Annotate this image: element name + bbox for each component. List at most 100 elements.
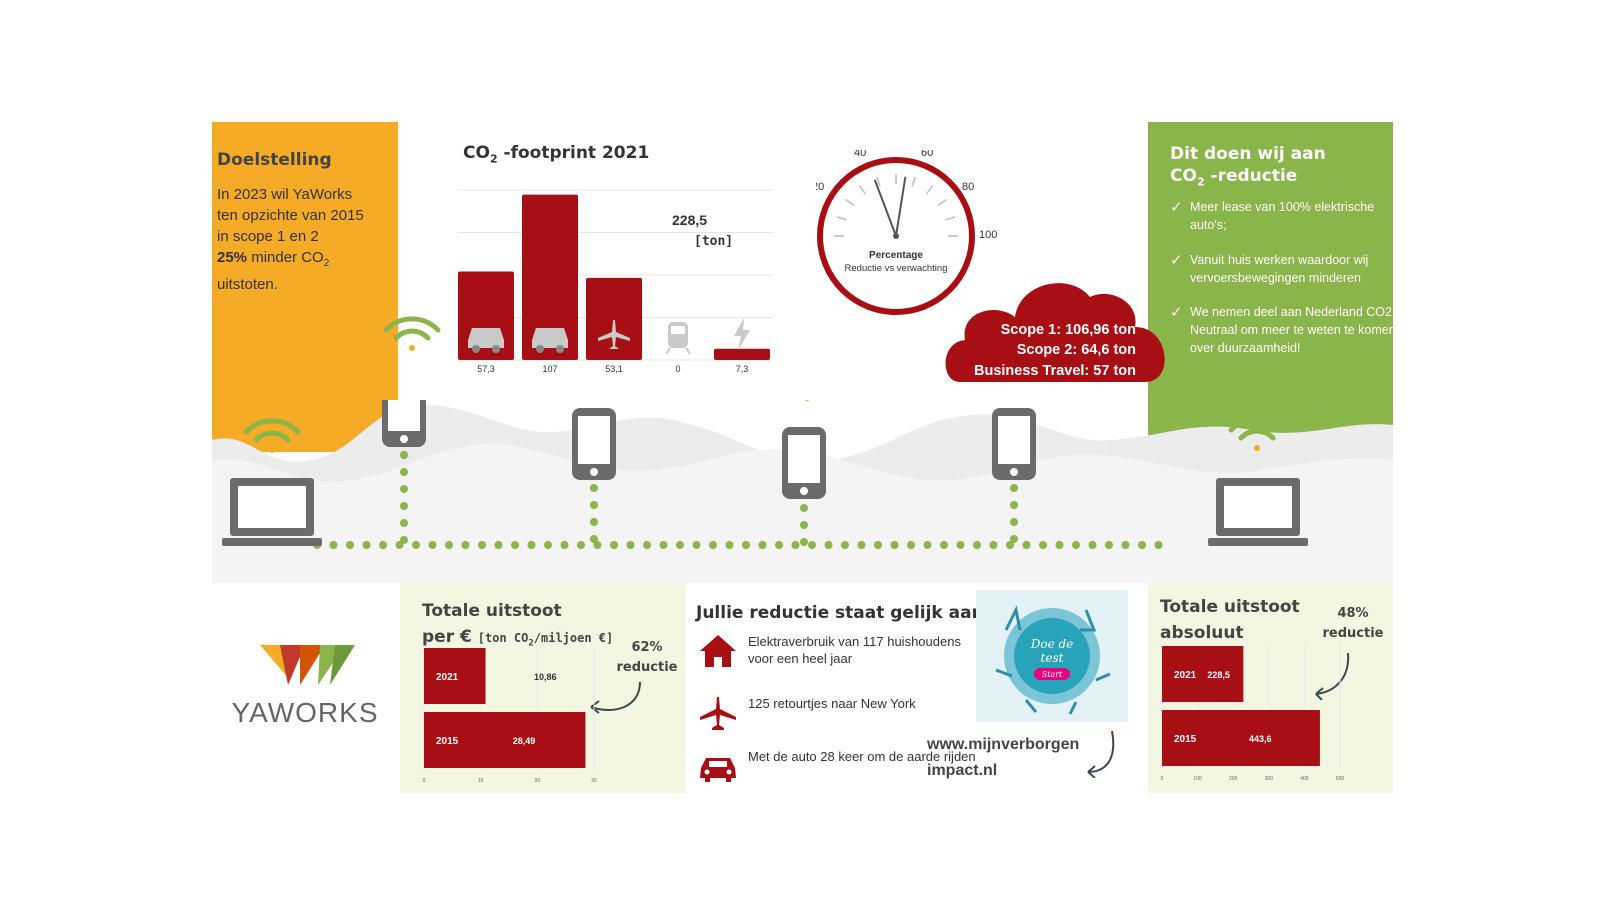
curved-arrow-icon bbox=[590, 681, 641, 714]
bar bbox=[714, 348, 770, 360]
dot bbox=[478, 541, 486, 549]
subscript: 2 bbox=[1196, 175, 1205, 189]
gauge-tick-label: 40 bbox=[854, 150, 866, 159]
equivalent-item: Elektraverbruik van 117 huishoudens voor… bbox=[700, 633, 988, 667]
dot bbox=[824, 541, 833, 549]
dot bbox=[400, 468, 408, 476]
dot bbox=[428, 541, 437, 549]
phone-icon bbox=[992, 408, 1036, 480]
scope-texts: Scope 1: 106,96 ton Scope 2: 64,6 ton Bu… bbox=[940, 272, 1136, 392]
bar bbox=[424, 648, 486, 704]
airplane-icon bbox=[598, 320, 630, 349]
laptop-icon bbox=[1208, 478, 1308, 546]
goal-line: 25% minder CO2 bbox=[217, 247, 395, 274]
house-icon bbox=[700, 635, 736, 667]
footprint-title-post: -footprint 2021 bbox=[497, 143, 650, 163]
dot bbox=[590, 518, 598, 526]
dot bbox=[379, 541, 387, 549]
test-line1: Doe de bbox=[1030, 637, 1074, 651]
airplane-icon bbox=[700, 697, 736, 730]
axis-tick-label: 20 bbox=[535, 778, 541, 784]
business-travel-text: Business Travel: 57 ton bbox=[974, 363, 1136, 379]
bar-value-label: 7,3 bbox=[736, 364, 749, 374]
wifi-icon bbox=[1228, 416, 1286, 451]
dot bbox=[329, 541, 338, 549]
dot bbox=[1088, 541, 1097, 549]
dot bbox=[1072, 541, 1080, 549]
test-illustration[interactable]: Doe de test Start bbox=[976, 590, 1128, 722]
test-url[interactable]: www.mijnverborgen impact.nl bbox=[927, 732, 1079, 784]
dot bbox=[577, 541, 585, 549]
dot bbox=[590, 484, 598, 492]
gauge-label: Percentage bbox=[869, 250, 923, 261]
dot bbox=[1039, 541, 1047, 549]
test-line2: test bbox=[1041, 651, 1064, 665]
lightning-icon bbox=[734, 318, 750, 350]
dot bbox=[709, 541, 717, 549]
bar-value-label: 57,3 bbox=[477, 364, 495, 374]
start-button-label: Start bbox=[1042, 670, 1063, 679]
per-euro-title-line: Totale uitstoot bbox=[422, 601, 562, 621]
absolute-title-line: absoluut bbox=[1160, 623, 1244, 643]
scope1-text: Scope 1: 106,96 ton bbox=[1000, 322, 1136, 338]
per-euro-title-line: per € [ton CO2/miljoen €] bbox=[422, 624, 613, 656]
scope2-text: Scope 2: 64,6 ton bbox=[1016, 342, 1136, 358]
gauge-tick bbox=[836, 216, 847, 221]
dot bbox=[400, 519, 408, 527]
action-text: Meer lease van 100% elektrische auto's; bbox=[1190, 200, 1375, 232]
absolute-title-line: Totale uitstoot bbox=[1160, 597, 1300, 617]
axis-tick-label: 100 bbox=[1193, 776, 1202, 782]
axis-tick-label: 0 bbox=[1161, 776, 1164, 782]
absolute-reduction: 48% reductie bbox=[1318, 604, 1388, 644]
dot bbox=[412, 541, 420, 549]
goal-line-rest: minder CO bbox=[247, 249, 324, 266]
dot bbox=[1010, 535, 1018, 543]
dot bbox=[1138, 541, 1146, 549]
per-euro-unit: [ton CO2/miljoen €] bbox=[478, 631, 613, 648]
gauge-tick bbox=[925, 185, 934, 195]
dot bbox=[659, 541, 668, 549]
per-euro-title: Totale uitstoot per € [ton CO2/miljoen €… bbox=[422, 598, 613, 656]
dot bbox=[1154, 541, 1163, 549]
dot bbox=[800, 538, 808, 546]
reduction-word: reductie bbox=[616, 660, 678, 675]
start-button[interactable] bbox=[1034, 668, 1070, 680]
wifi-icon bbox=[383, 316, 441, 351]
bar-value-label: 53,1 bbox=[605, 364, 623, 374]
dot bbox=[890, 541, 899, 549]
bar-value-label: 228,5 bbox=[1207, 670, 1230, 680]
checkmark-icon: ✓ bbox=[1170, 304, 1183, 321]
axis-tick-label: 200 bbox=[1229, 776, 1238, 782]
action-text: We nemen deel aan Nederland CO2 Neutraal… bbox=[1190, 305, 1396, 355]
gauge-needle bbox=[895, 176, 907, 237]
curved-arrow-icon bbox=[1087, 730, 1115, 778]
dot bbox=[560, 541, 569, 549]
footprint-title-pre: CO bbox=[463, 143, 490, 163]
per-euro-reduction: 62% reductie bbox=[612, 638, 682, 678]
wifi-icon bbox=[243, 418, 301, 453]
checkmark-icon: ✓ bbox=[1170, 252, 1183, 269]
dot bbox=[643, 541, 651, 549]
dot bbox=[907, 541, 915, 549]
subscript: 2 bbox=[489, 152, 498, 166]
reduction-pct: 62% bbox=[631, 640, 663, 655]
dot bbox=[940, 541, 948, 549]
axis-tick-label: 10 bbox=[478, 778, 484, 784]
car-icon bbox=[700, 758, 736, 782]
dot bbox=[1010, 501, 1018, 509]
goal-text: In 2023 wil YaWorks ten opzichte van 201… bbox=[217, 184, 395, 295]
footprint-title: CO2 -footprint 2021 bbox=[463, 143, 649, 165]
goal-line: In 2023 wil YaWorks bbox=[217, 186, 353, 203]
dot bbox=[593, 541, 602, 549]
equivalent-text: Elektraverbruik van 117 huishoudens voor… bbox=[748, 634, 961, 666]
bar bbox=[1162, 710, 1320, 766]
bar-category-label: 2015 bbox=[436, 736, 459, 747]
reduction-pct: 48% bbox=[1337, 606, 1369, 621]
gauge-tick-label: 80 bbox=[962, 181, 974, 193]
dot bbox=[1022, 541, 1031, 549]
actions-title-post: -reductie bbox=[1204, 166, 1298, 186]
goal-line: ten opzichte van 2015 bbox=[217, 207, 364, 224]
action-item: ✓Vanuit huis werken waardoor wij vervoer… bbox=[1170, 251, 1408, 287]
